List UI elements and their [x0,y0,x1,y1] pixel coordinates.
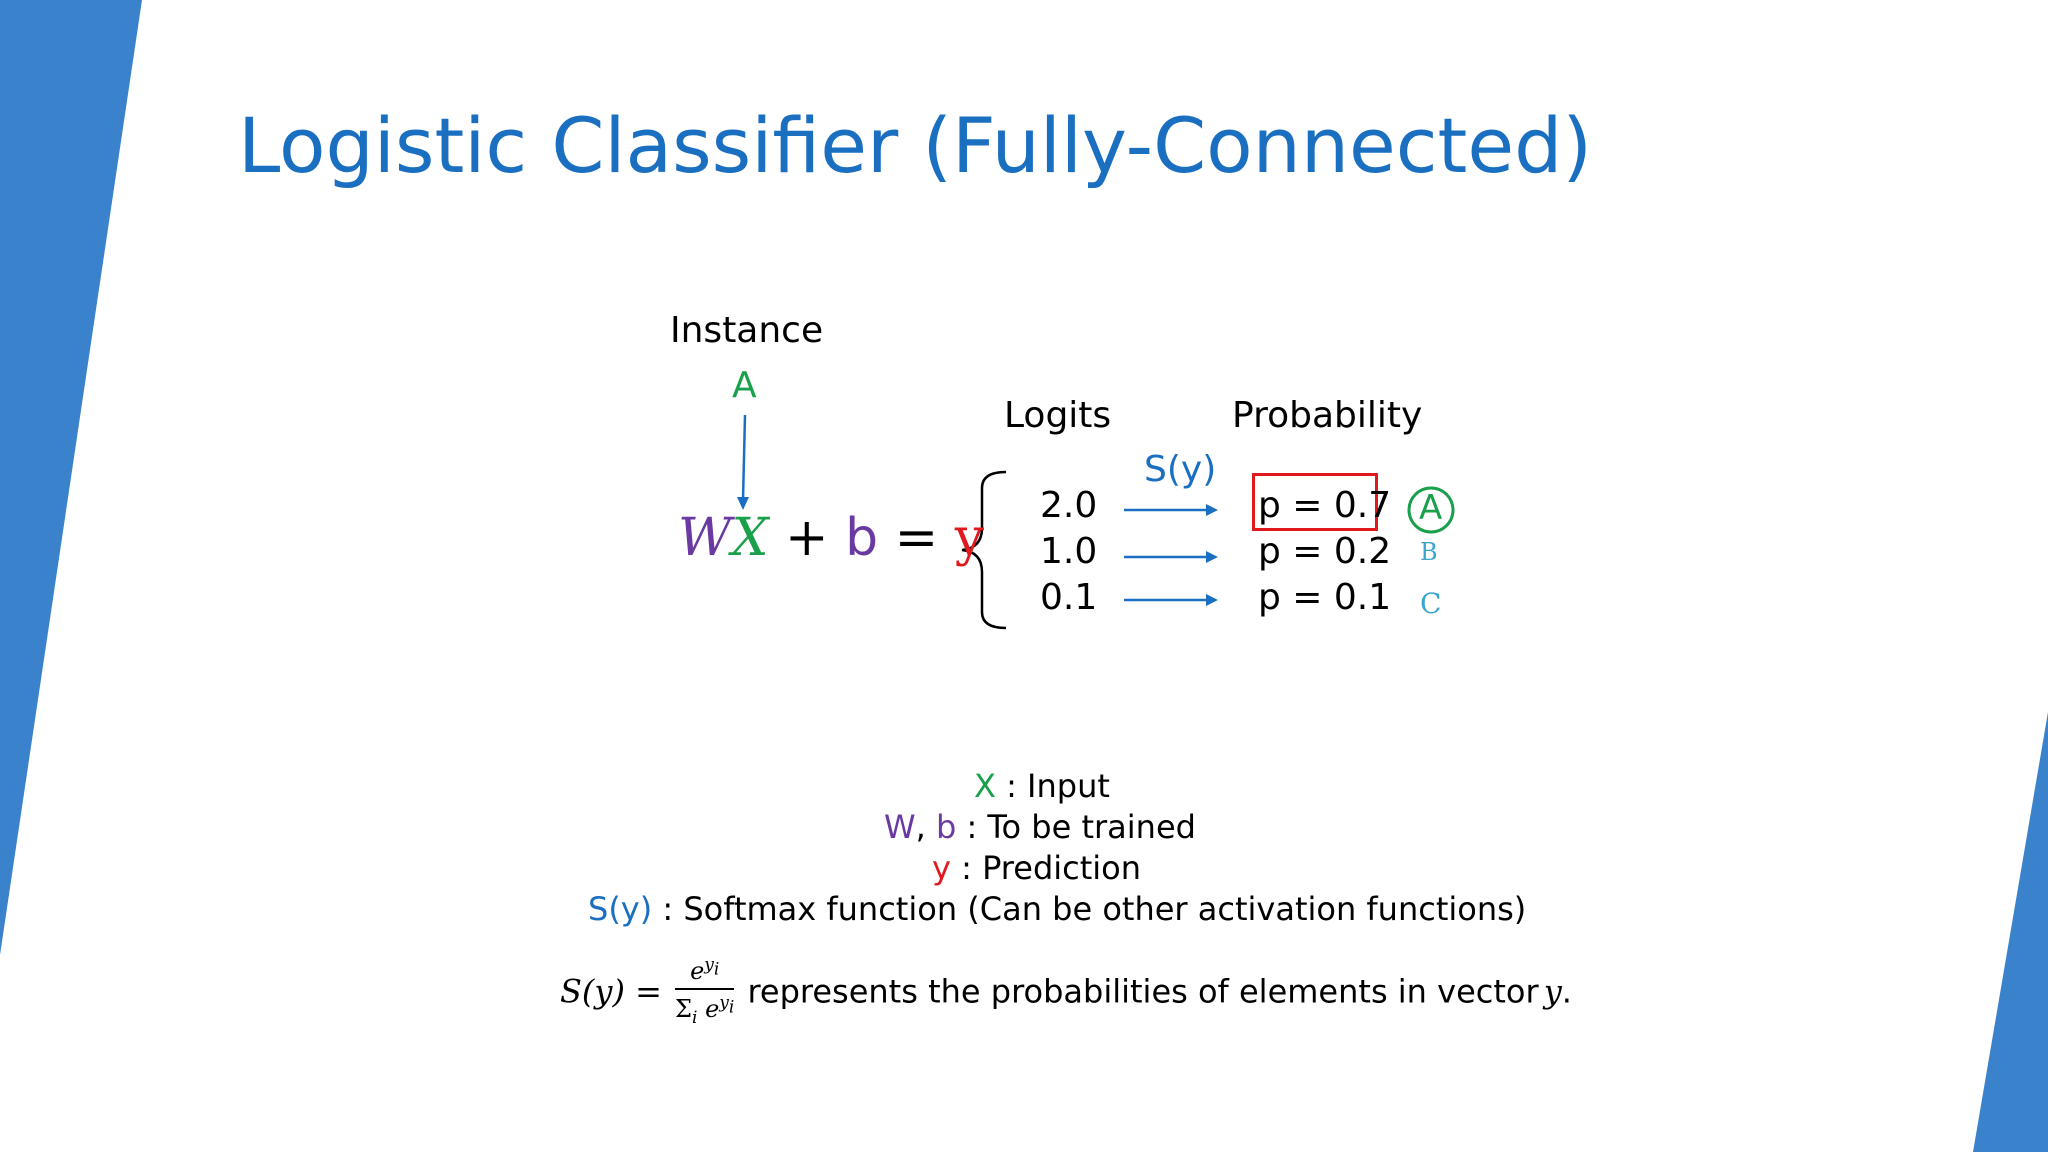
logit-3: 0.1 [1040,577,1098,618]
legend-x-desc: : Input [1006,767,1110,805]
numerator-base: e [690,957,705,985]
equation-b: b [845,508,879,568]
formula-denominator: Σi eyi [675,990,734,1028]
class-label-c: C [1420,587,1442,620]
equation-equals: = [894,508,939,568]
slide-title: Logistic Classifier (Fully-Connected) [238,101,1592,190]
legend-x-symbol: X [974,767,996,805]
linear-equation: WX + b = y [678,512,984,564]
probability-3: p = 0.1 [1258,577,1392,618]
legend-w-symbol: W [884,808,916,846]
instance-arrow-head [737,497,749,510]
numerator-exp: y [704,955,714,975]
class-label-a: A [1419,488,1443,528]
denominator-exp: y [719,993,729,1013]
formula-period: . [1561,972,1572,1011]
instance-label: Instance [670,310,824,351]
softmax-arrow-head-2 [1206,551,1218,563]
legend-comma: , [915,808,926,846]
legend-s-desc: : Softmax function (Can be other activat… [662,890,1527,928]
equation-plus: + [785,508,829,568]
legend-y-symbol: y [932,849,951,887]
numerator-exp-sub: i [713,959,720,980]
formula-lhs: S(y) = [560,972,662,1011]
curly-brace [961,470,1007,630]
right-blue-stripe [1973,712,2048,1152]
instance-value: A [732,365,757,406]
formula-fraction: eyi Σi eyi [675,955,735,1028]
left-blue-stripe [0,0,142,955]
legend-b-symbol: b [935,808,957,846]
formula-vector: y [1543,972,1562,1011]
class-label-b: B [1420,538,1438,566]
legend-s-symbol: S(y) [588,890,653,928]
legend-softmax: S(y) : Softmax function (Can be other ac… [588,893,1526,925]
legend-prediction: y : Prediction [932,852,1141,884]
denominator-base: e [705,995,720,1023]
softmax-formula: S(y) = eyi Σi eyi represents the probabi… [560,955,1572,1028]
formula-text: represents the probabilities of elements… [747,972,1539,1011]
denominator-exp-sub: i [728,997,735,1018]
instance-arrow [741,414,747,501]
probability-1: p = 0.7 [1258,485,1392,526]
probability-header: Probability [1232,395,1423,436]
legend-params: W, b : To be trained [884,811,1196,843]
legend-input: X : Input [974,770,1110,802]
highest-probability-box [1252,473,1378,531]
probability-2: p = 0.2 [1258,531,1392,572]
equation-y: y [954,508,985,568]
predicted-class-circle [1407,486,1455,534]
denominator-sum: Σ [675,995,693,1023]
formula-numerator: eyi [675,955,735,990]
denominator-sum-sub: i [692,1007,698,1028]
softmax-label: S(y) [1144,449,1217,490]
softmax-arrow-head-3 [1206,594,1218,606]
equation-x: X [731,508,769,568]
logits-header: Logits [1004,395,1112,436]
logit-2: 1.0 [1040,531,1098,572]
logit-1: 2.0 [1040,485,1098,526]
softmax-arrow-head-1 [1206,504,1218,516]
legend-wb-desc: : To be trained [966,808,1196,846]
legend-y-desc: : Prediction [961,849,1142,887]
equation-w: W [678,508,732,568]
